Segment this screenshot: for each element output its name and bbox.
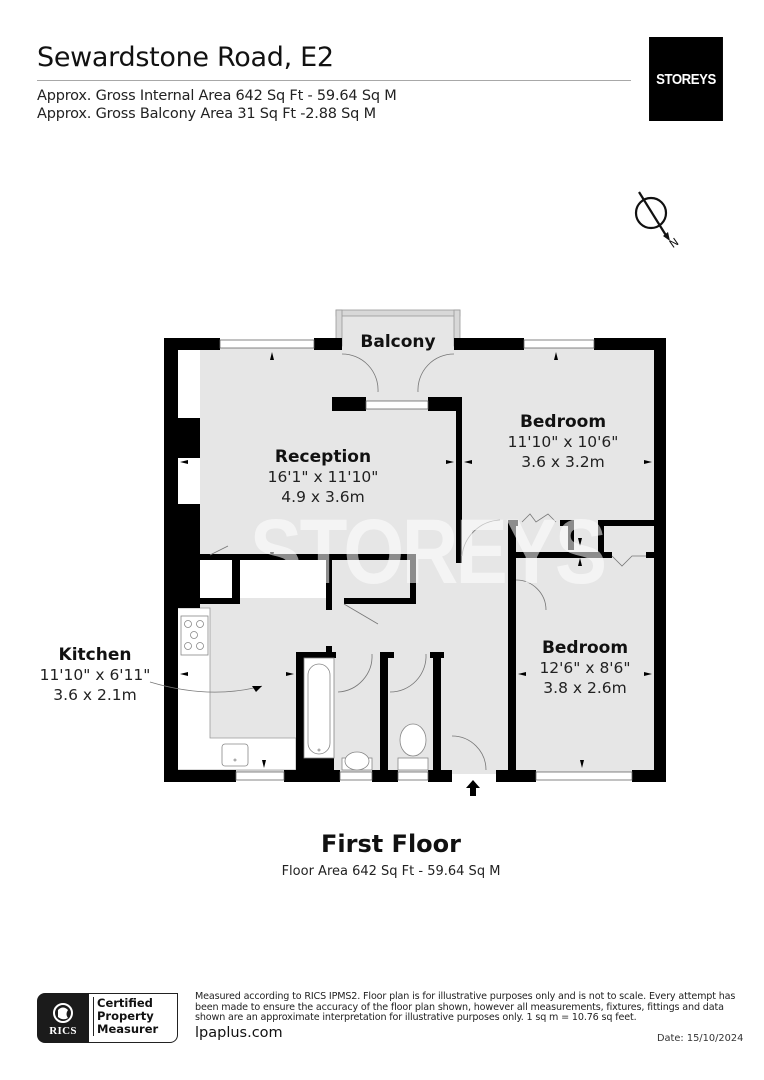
- sink-icon: [221, 743, 249, 767]
- floor-plan: [149, 309, 666, 796]
- room-name: Bedroom: [519, 412, 607, 432]
- room-kitchen: Kitchen 11'10" x 6'11" 3.6 x 2.1m: [40, 645, 151, 705]
- room-dim-imperial: 11'10" x 6'11": [39, 666, 151, 684]
- room-dim-metric: 3.6 x 3.2m: [521, 453, 605, 471]
- toilet-icon: [397, 723, 429, 771]
- hob-icon: [180, 615, 209, 656]
- website-link[interactable]: lpaplus.com: [195, 1025, 283, 1041]
- dimension-markers: [180, 352, 652, 768]
- floor-fill: [176, 314, 658, 774]
- room-dim-metric: 3.6 x 2.1m: [53, 686, 137, 704]
- disclaimer-text: Measured according to RICS IPMS2. Floor …: [195, 991, 736, 1024]
- windows: [178, 339, 633, 781]
- room-dim-imperial: 11'10" x 10'6": [507, 433, 619, 451]
- rics-cert-box: Certified Property Measurer: [89, 993, 178, 1043]
- room-dim-metric: 3.8 x 2.6m: [543, 679, 627, 697]
- plan-date: Date: 15/10/2024: [657, 1033, 744, 1044]
- cert-line-2: Property: [97, 1009, 154, 1023]
- gross-balcony-area: Approx. Gross Balcony Area 31 Sq Ft -2.8…: [37, 106, 376, 122]
- walls: [164, 338, 666, 782]
- entrance-arrow-icon: [466, 780, 480, 796]
- cert-line-1: Certified: [97, 996, 153, 1010]
- property-title: Sewardstone Road, E2: [37, 42, 334, 73]
- rics-cert-text: Certified Property Measurer: [93, 997, 158, 1036]
- cert-line-3: Measurer: [97, 1022, 159, 1036]
- header-divider: [37, 80, 631, 81]
- room-reception: Reception 16'1" x 11'10" 4.9 x 3.6m: [268, 447, 379, 507]
- room-dim-metric: 4.9 x 3.6m: [281, 488, 365, 506]
- room-bedroom-1: Bedroom 11'10" x 10'6" 3.6 x 3.2m: [508, 412, 619, 472]
- door-swings: [149, 353, 646, 771]
- room-name: Balcony: [360, 332, 436, 352]
- north-arrow-icon: N: [634, 191, 681, 251]
- floor-area: Floor Area 642 Sq Ft - 59.64 Sq M: [281, 864, 501, 879]
- rics-text: RICS: [49, 1025, 77, 1037]
- rics-lion-icon: [53, 1003, 73, 1023]
- rics-mark: RICS: [37, 993, 89, 1043]
- rics-badge: RICS Certified Property Measurer: [37, 993, 179, 1043]
- gross-internal-area: Approx. Gross Internal Area 642 Sq Ft - …: [37, 88, 397, 104]
- logo-text: STOREYS: [656, 70, 716, 88]
- floor-title: First Floor: [320, 830, 461, 858]
- room-name: Kitchen: [58, 645, 132, 665]
- balcony-railing: [335, 309, 461, 347]
- room-balcony: Balcony: [360, 332, 435, 352]
- storeys-logo: STOREYS: [649, 37, 723, 121]
- room-dim-imperial: 12'6" x 8'6": [539, 659, 631, 677]
- room-name: Bedroom: [541, 638, 629, 658]
- bath-icon: [303, 657, 335, 759]
- room-bedroom-2: Bedroom 12'6" x 8'6" 3.8 x 2.6m: [539, 638, 630, 698]
- compass-label: N: [667, 235, 681, 250]
- room-name: Reception: [274, 447, 372, 467]
- basin-icon: [341, 751, 373, 771]
- room-dim-imperial: 16'1" x 11'10": [267, 468, 379, 486]
